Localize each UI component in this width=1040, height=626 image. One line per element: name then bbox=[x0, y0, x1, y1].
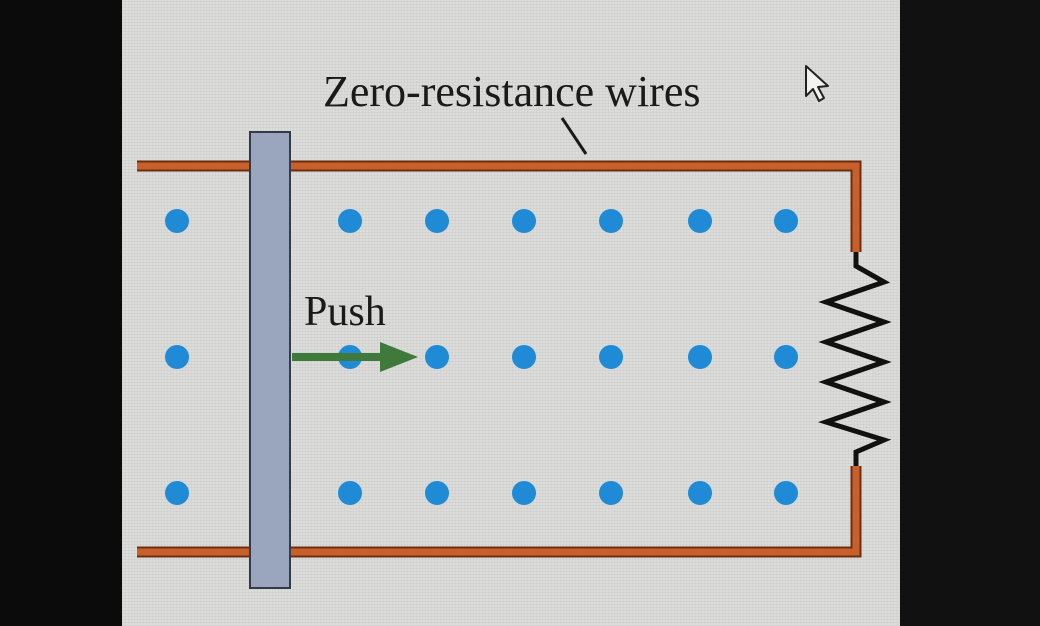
field-dot bbox=[599, 481, 623, 505]
field-dot bbox=[512, 209, 536, 233]
field-dot bbox=[425, 345, 449, 369]
push-arrow-head bbox=[380, 342, 418, 372]
field-dot bbox=[425, 481, 449, 505]
magnetic-field-dots bbox=[165, 209, 798, 505]
field-dot bbox=[165, 481, 189, 505]
push-arrow bbox=[292, 342, 418, 372]
field-dot bbox=[774, 209, 798, 233]
field-dot bbox=[165, 345, 189, 369]
mouse-pointer-icon bbox=[805, 65, 829, 102]
field-dot bbox=[599, 345, 623, 369]
dark-border bbox=[900, 0, 1040, 626]
field-dot bbox=[512, 345, 536, 369]
push-label: Push bbox=[304, 289, 386, 335]
top-wire-line bbox=[137, 160, 862, 252]
field-dot bbox=[338, 209, 362, 233]
field-dot bbox=[688, 481, 712, 505]
resistor bbox=[817, 252, 892, 466]
bottom-wire-line bbox=[137, 466, 862, 558]
field-dot bbox=[688, 209, 712, 233]
wires-label: Zero-resistance wires bbox=[323, 67, 700, 116]
wires-leader-line bbox=[560, 117, 588, 155]
field-dot bbox=[165, 209, 189, 233]
sliding-rod bbox=[249, 131, 291, 589]
field-dot bbox=[425, 209, 449, 233]
bottom-wire bbox=[137, 466, 862, 558]
field-dot bbox=[599, 209, 623, 233]
field-dot bbox=[338, 481, 362, 505]
bottom-wire-fill bbox=[137, 466, 860, 556]
field-dot bbox=[774, 481, 798, 505]
field-dot bbox=[688, 345, 712, 369]
field-dot bbox=[512, 481, 536, 505]
field-dot bbox=[774, 345, 798, 369]
top-wire bbox=[137, 160, 862, 252]
top-wire-fill bbox=[137, 162, 860, 252]
